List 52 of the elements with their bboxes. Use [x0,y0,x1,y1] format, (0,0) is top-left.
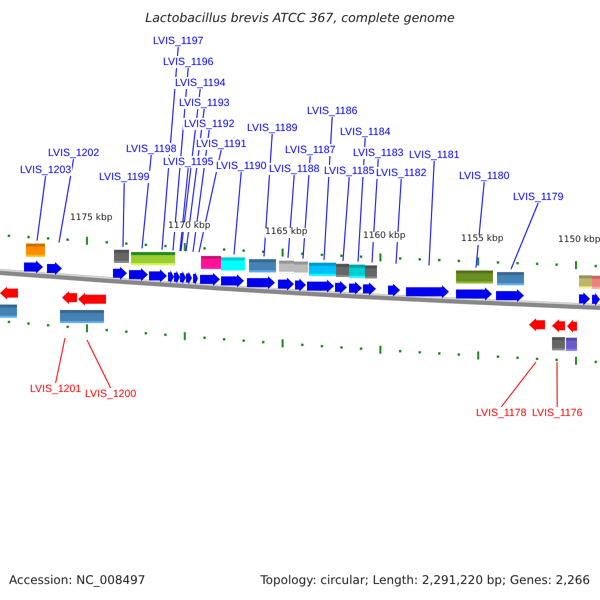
gene-label: LVIS_1190 [215,160,268,172]
leader-line [288,174,295,258]
gene-label: LVIS_1180 [458,170,510,182]
scale-label: 1175 kbp [70,214,112,224]
leader-line [180,168,189,252]
gene-label: LVIS_1186 [306,105,358,117]
gene-label: LVIS_1179 [512,191,564,203]
gene-label: LVIS_1198 [125,143,178,155]
gene-label: LVIS_1196 [162,56,214,68]
gene-label: LVIS_1195 [162,156,214,168]
gene-label: LVIS_1188 [268,163,320,175]
leader-line [428,160,435,266]
gene-label: LVIS_1203 [19,164,72,176]
gene-label: LVIS_1189 [246,122,298,134]
gene-label: LVIS_1176 [531,407,584,419]
gene-label: LVIS_1197 [152,35,204,47]
leader-line [142,154,152,249]
leader-line [36,176,46,242]
scale-label: 1155 kbp [461,235,504,245]
accession-text: Accession: NC_008497 [9,574,146,588]
gene-label: LVIS_1200 [84,388,138,400]
leader-line [500,362,536,408]
scale-label: 1150 kbp [558,236,600,246]
gene-label: LVIS_1181 [408,149,460,161]
gene-label: LVIS_1191 [195,138,248,150]
leader-line [476,182,485,268]
leader-line [58,158,74,243]
leader-line [86,340,112,388]
gene-label: LVIS_1182 [375,167,428,179]
title: Lactobacillus brevis ATCC 367, complete genome [144,10,456,25]
gene-label: LVIS_1184 [339,126,392,138]
gene-label: LVIS_1192 [183,118,236,130]
gene-label: LVIS_1201 [29,383,82,395]
gene-label: LVIS_1178 [475,407,528,419]
leader-line [55,338,66,384]
gene-label: LVIS_1193 [178,97,230,109]
gene-label: LVIS_1183 [352,147,404,159]
leader-line [234,172,242,255]
leader-line [342,176,350,262]
gene-label: LVIS_1199 [98,171,150,183]
leader-line [556,362,558,408]
leader-line [510,202,539,270]
gene-label: LVIS_1194 [174,77,226,89]
scale-label: 1165 kbp [265,228,308,238]
genome-info-text: Topology: circular; Length: 2,291,220 bp; Genes: 2,266 [260,574,590,588]
leader-line [396,178,402,264]
gene-label: LVIS_1187 [284,144,336,156]
scale-label: 1170 kbp [168,222,210,232]
gene-label: LVIS_1202 [47,147,100,159]
leader-line [122,182,125,248]
scale-label: 1160 kbp [363,232,406,242]
gene-label: LVIS_1185 [323,165,376,177]
